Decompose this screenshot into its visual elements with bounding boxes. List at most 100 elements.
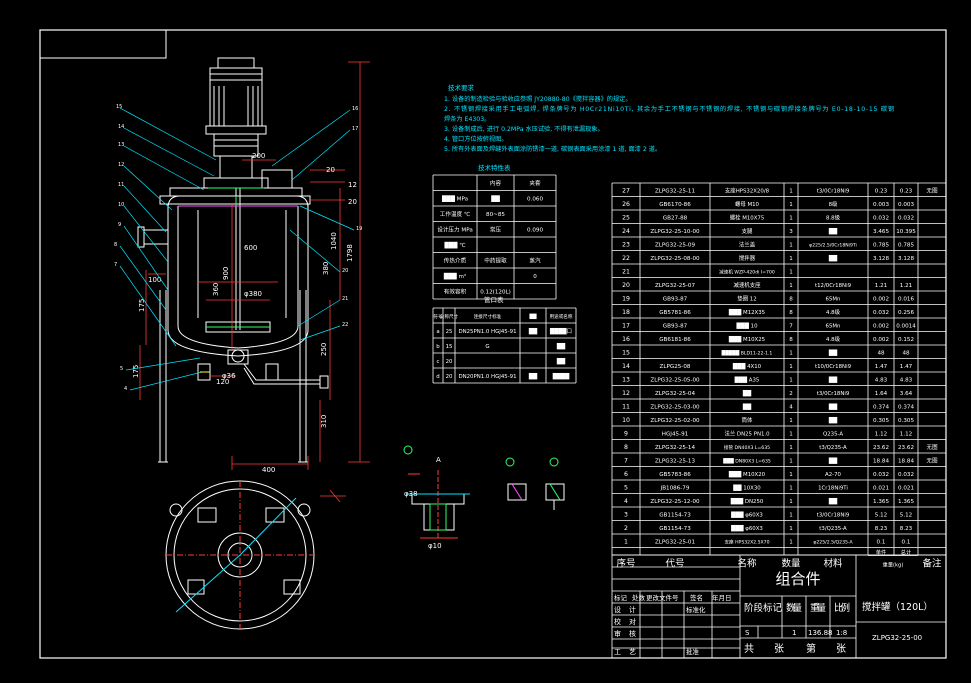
parts-cell: 搅拌器: [739, 254, 756, 262]
parts-cell: 1.12: [900, 432, 912, 438]
parts-cell: 0.256: [898, 310, 914, 316]
parts-cell: ███ φ60X3: [730, 524, 763, 532]
parts-cell: 0.785: [898, 243, 914, 249]
parts-cell: 0.032: [898, 216, 914, 222]
spec-cell: 设计压力 MPa: [437, 226, 473, 234]
scale-value: 1:8: [836, 629, 847, 637]
nozzle-cell: ██: [556, 357, 566, 365]
parts-cell: 0.1: [902, 540, 911, 546]
parts-cell: JB1086-79: [660, 486, 690, 492]
parts-cell: 减速机 WZP-420di I=700: [719, 269, 775, 276]
dim-phi380: φ380: [244, 290, 262, 298]
note-line-5: 4. 管口方位按俯视图。: [444, 135, 508, 143]
parts-cell: 1.365: [898, 499, 914, 505]
parts-cell: t3/Q235-A: [819, 526, 847, 532]
parts-cell: 8.23: [900, 526, 913, 532]
parts-cell: 4.8级: [826, 308, 841, 316]
parts-header-cell: 材料: [823, 558, 843, 570]
parts-cell: 13: [622, 377, 630, 384]
rev-doc: 更改文件号: [646, 593, 679, 602]
parts-cell: ███ DN80X3 L=635: [722, 458, 771, 465]
note-line-6: 5. 所有外表面及焊缝外表面涂防锈漆一道, 碳钢表面采用涂漆 1 道, 面漆 2…: [444, 145, 661, 153]
dim-175a: 175: [138, 299, 146, 312]
parts-cell: 7: [624, 458, 628, 465]
spec-cell: 0.12(120L): [480, 290, 511, 296]
nozzle-table-grid: [432, 307, 577, 384]
parts-cell: 1.365: [873, 499, 889, 505]
parts-cell: ZLPG32-25-13: [655, 459, 695, 465]
role-check: 校对: [614, 617, 636, 626]
spec-cell: ███ ℃: [444, 241, 466, 249]
nozzle-cell: 20: [446, 374, 453, 380]
plan-view: [165, 480, 315, 630]
parts-cell: 26: [622, 201, 630, 208]
parts-cell: 0.1: [877, 540, 886, 546]
parts-cell: t3/0Cr18Ni9: [817, 391, 850, 397]
svg-text:10: 10: [118, 202, 124, 208]
parts-list-grid: [611, 182, 947, 556]
parts-cell: 3.64: [900, 391, 913, 397]
nozzle-cell: 公称尺寸: [440, 313, 459, 320]
parts-cell: 法兰 DN25 PN1.0: [724, 430, 770, 438]
parts-cell: 0.23: [875, 189, 888, 195]
parts-cell: 23: [622, 242, 630, 249]
nozzle-cell: 15: [446, 344, 453, 350]
nozzle-cell: 20: [446, 359, 453, 365]
svg-text:11: 11: [118, 182, 124, 188]
parts-cell: ██: [828, 254, 838, 262]
dim-900: 900: [222, 267, 230, 280]
parts-cell: 0.032: [898, 472, 914, 478]
parts-cell: 1: [789, 526, 793, 532]
qty-value: 1: [792, 629, 796, 637]
detail-label-phi10: φ10: [428, 542, 442, 550]
main-view-dim-text: 1798 1040 900 380 600 250 310 400 175 17…: [132, 152, 357, 474]
parts-cell: 0.021: [873, 486, 889, 492]
dim-1798: 1798: [346, 244, 354, 262]
parts-cell: GB1154-73: [659, 526, 691, 532]
nozzle-cell: ██: [556, 342, 566, 350]
parts-cell: 23.62: [873, 445, 889, 451]
parts-cell: 支座 HPS32X2.5X70: [724, 539, 769, 546]
parts-cell: GB6181-86: [659, 337, 691, 343]
parts-cell: 5.12: [875, 513, 887, 519]
parts-cell: ZLPG25-08: [660, 364, 691, 370]
dim-20b: 20: [326, 166, 335, 174]
notes-title: 技术要求: [448, 83, 475, 92]
parts-cell: 22: [622, 255, 630, 262]
parts-cell: 0.305: [898, 418, 914, 424]
parts-cell: 24: [622, 228, 630, 235]
parts-cell: 0.003: [873, 202, 889, 208]
parts-cell: 1: [789, 216, 793, 222]
parts-header-cell: 数量: [781, 558, 801, 570]
title-block: [611, 554, 947, 659]
parts-cell: 8.8级: [826, 214, 841, 222]
role-design: 设计: [614, 605, 636, 614]
parts-cell: 1: [789, 283, 793, 289]
outer-frame: [39, 29, 947, 659]
parts-cell: t12/0Cr18Ni9: [815, 283, 852, 289]
nozzle-cell: d: [436, 374, 439, 380]
sheet-unit-1: 张: [774, 643, 784, 655]
parts-cell: GB93-87: [663, 324, 688, 330]
dim-250: 250: [320, 343, 328, 356]
parts-cell: 垫圈 12: [737, 295, 756, 303]
parts-cell: 1.21: [900, 283, 913, 289]
parts-cell: 3: [789, 229, 793, 235]
parts-cell: ZLPG32-25-03-00: [650, 405, 700, 411]
parts-cell: 1: [789, 432, 793, 438]
parts-cell: 16: [622, 336, 630, 343]
parts-cell: t10/0Cr18Ni9: [815, 364, 852, 370]
parts-cell: 17: [622, 323, 630, 330]
nozzle-cell: a: [436, 329, 439, 335]
nozzle-cell: c: [437, 359, 440, 365]
parts-header-cell: 名称: [737, 558, 757, 570]
nozzle-cell: DN20PN1.0 HGJ45-91: [458, 374, 516, 380]
parts-cell: 1.21: [875, 283, 888, 289]
dim-phi36: φ36: [222, 372, 236, 380]
parts-cell: 1: [789, 378, 793, 384]
parts-cell: 无图: [926, 187, 938, 195]
svg-text:13: 13: [118, 142, 124, 148]
parts-cell: 1: [789, 351, 793, 357]
